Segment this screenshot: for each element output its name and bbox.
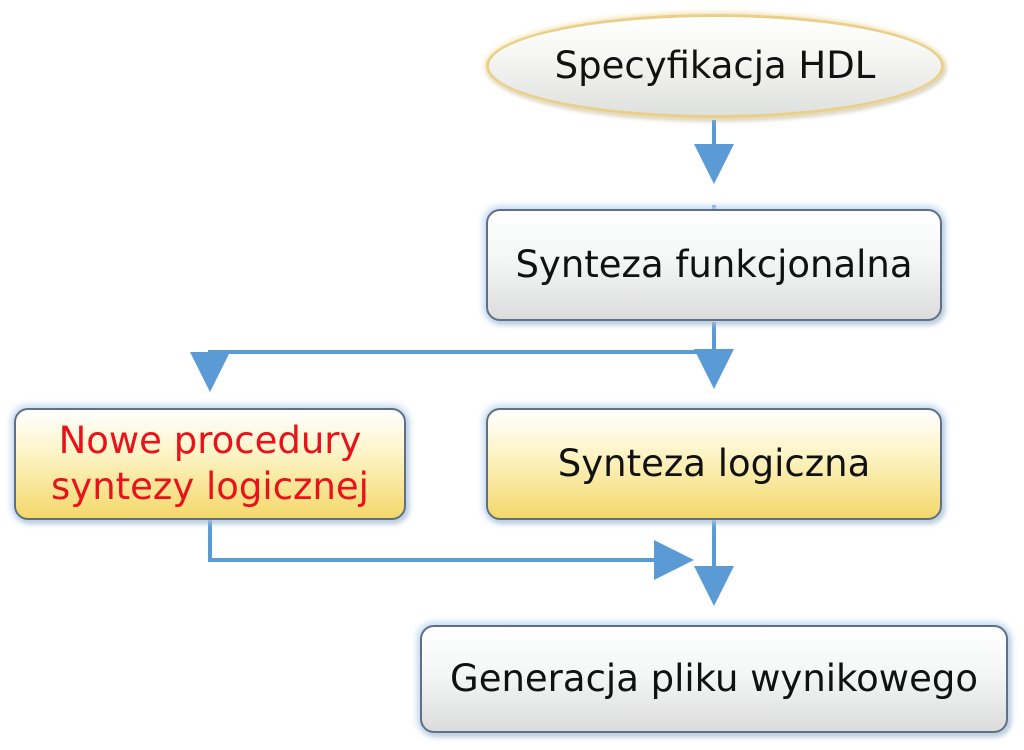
functional-synthesis-label: Synteza funkcjonalna [515,242,913,286]
logic-synthesis-node: Synteza logiczna [486,408,942,520]
new-procedures-label: Nowe procedury syntezy logicznej [51,418,369,508]
arrow-new-procedures-to-join [208,520,694,580]
start-node-label: Specyfikacja HDL [554,43,876,87]
logic-synthesis-label: Synteza logiczna [557,441,871,485]
arrow-functional-to-new-procedures [190,350,714,392]
new-procedures-node: Nowe procedury syntezy logicznej [14,408,406,520]
functional-synthesis-node: Synteza funkcjonalna [486,209,942,321]
output-generation-label: Generacja pliku wynikowego [450,656,978,700]
start-node: Specyfikacja HDL [486,14,944,118]
output-generation-node: Generacja pliku wynikowego [420,625,1008,733]
